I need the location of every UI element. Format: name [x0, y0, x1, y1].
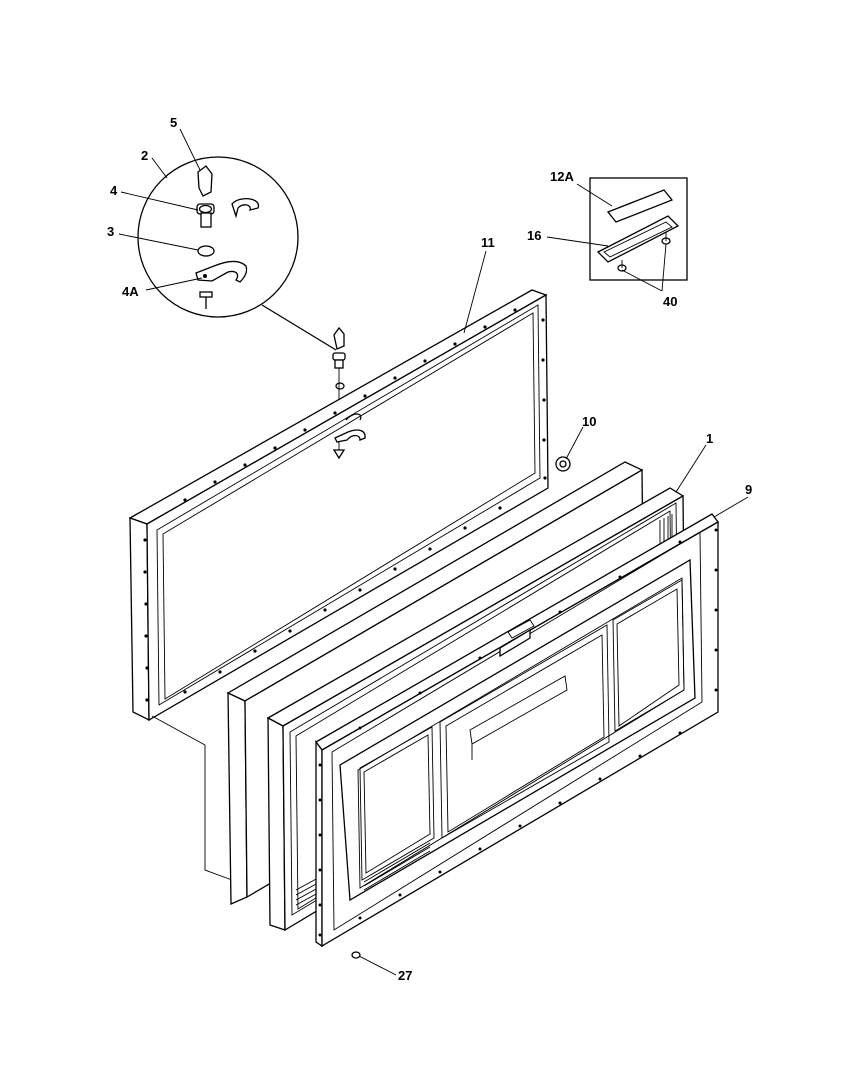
callout-2: 2 [141, 148, 148, 163]
callout-4a: 4A [122, 284, 139, 299]
door-vent-strip [363, 842, 431, 891]
o-ring-icon [197, 245, 215, 257]
door-window-left [359, 726, 435, 881]
callout-16: 16 [527, 228, 541, 243]
door-handle-icon [596, 215, 680, 272]
callout-11: 11 [481, 235, 495, 250]
lock-detail-circle [137, 156, 299, 318]
latch-hook-icon [195, 260, 248, 283]
callout-12a: 12A [550, 169, 574, 184]
callout-1: 1 [706, 431, 713, 446]
installed-lock-assembly [332, 326, 366, 460]
callout-leaders [118, 128, 749, 976]
callout-4: 4 [110, 183, 118, 198]
retaining-clip-icon [231, 198, 260, 219]
door-screw-holes [318, 528, 718, 937]
handle-label-icon [606, 189, 674, 223]
key-icon [197, 165, 213, 197]
callout-5: 5 [170, 115, 177, 130]
detail-leader-line [261, 304, 337, 351]
door-handle-recess [499, 619, 535, 658]
door-window-right [612, 579, 685, 732]
callout-3: 3 [107, 224, 114, 239]
callout-27: 27 [398, 968, 412, 983]
handle-detail-box [589, 177, 688, 281]
hinge-bushing-10 [555, 456, 571, 472]
callout-9: 9 [745, 482, 752, 497]
callout-40: 40 [663, 294, 677, 309]
lock-cylinder-icon [196, 203, 215, 228]
outer-door-panel-9 [315, 513, 719, 948]
door-liner-panel-11 [128, 289, 549, 722]
screw-icon [199, 291, 213, 309]
door-window-center [439, 624, 610, 839]
screw-27 [351, 951, 361, 959]
callout-10: 10 [582, 414, 596, 429]
liner-screw-holes [143, 308, 547, 702]
alignment-line-left [151, 715, 233, 881]
